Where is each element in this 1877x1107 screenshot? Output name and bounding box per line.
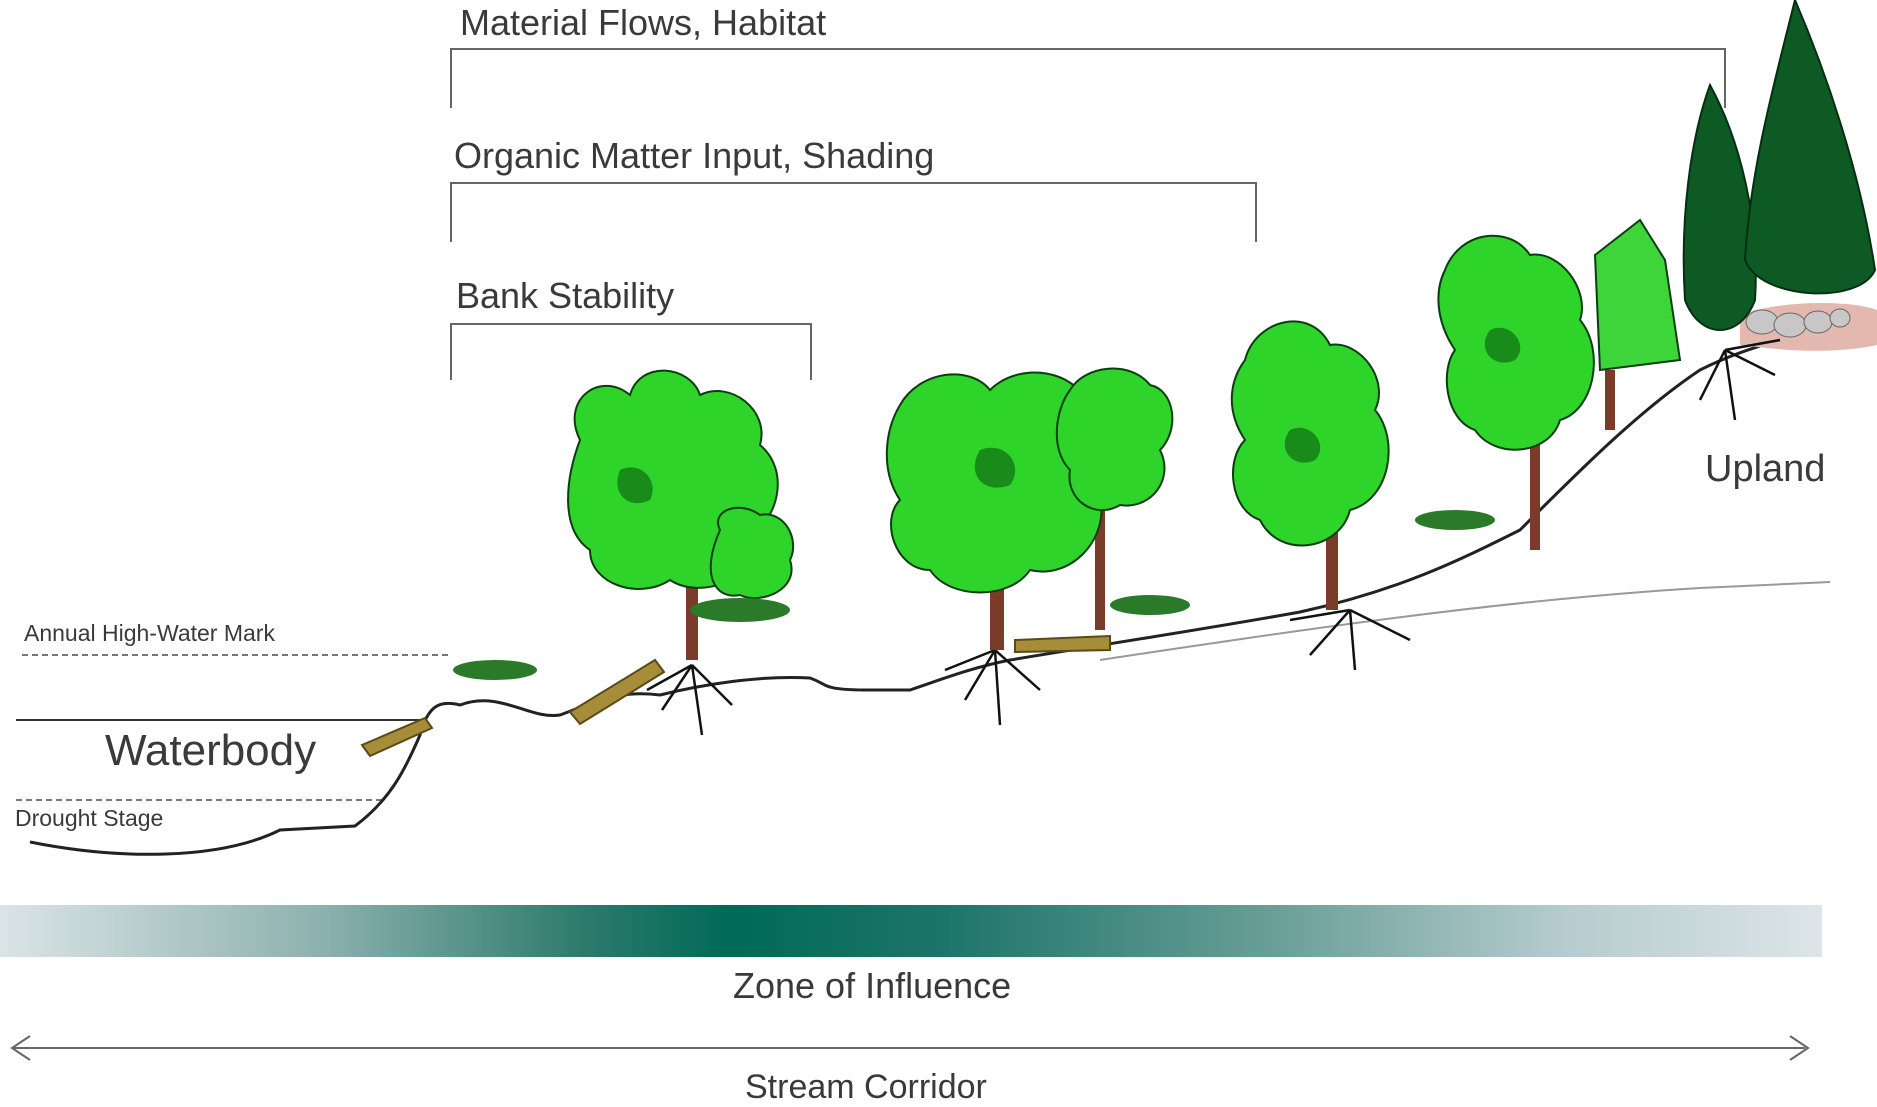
light-conifer bbox=[1593, 218, 1682, 372]
arrow-left-icon bbox=[10, 1035, 31, 1061]
drought-label: Drought Stage bbox=[15, 805, 164, 831]
high-water-label: Annual High-Water Mark bbox=[24, 620, 275, 646]
rocks bbox=[1745, 308, 1851, 338]
ground-profile bbox=[29, 323, 1877, 856]
waterbody-label: Waterbody bbox=[105, 726, 317, 775]
logs bbox=[360, 634, 1111, 758]
subsurface-line bbox=[1099, 581, 1831, 661]
deciduous-trees bbox=[567, 234, 1595, 600]
arrow-right-icon bbox=[1789, 1035, 1810, 1061]
organic-matter-bracket bbox=[450, 182, 1257, 242]
shrubs bbox=[453, 510, 1495, 680]
bank-stability-bracket bbox=[450, 323, 812, 380]
zone-of-influence-label: Zone of Influence bbox=[733, 965, 1012, 1006]
material-flows-bracket bbox=[450, 48, 1726, 108]
conifers bbox=[1682, 0, 1877, 331]
tree-shading bbox=[617, 327, 1521, 504]
organic-matter-label: Organic Matter Input, Shading bbox=[454, 135, 935, 176]
roots bbox=[646, 338, 1781, 736]
bank-stability-label: Bank Stability bbox=[456, 275, 675, 316]
stream-corridor-label: Stream Corridor bbox=[745, 1068, 987, 1106]
material-flows-label: Material Flows, Habitat bbox=[460, 2, 827, 43]
zone-of-influence-bar bbox=[0, 905, 1822, 957]
upland-label: Upland bbox=[1705, 448, 1826, 490]
